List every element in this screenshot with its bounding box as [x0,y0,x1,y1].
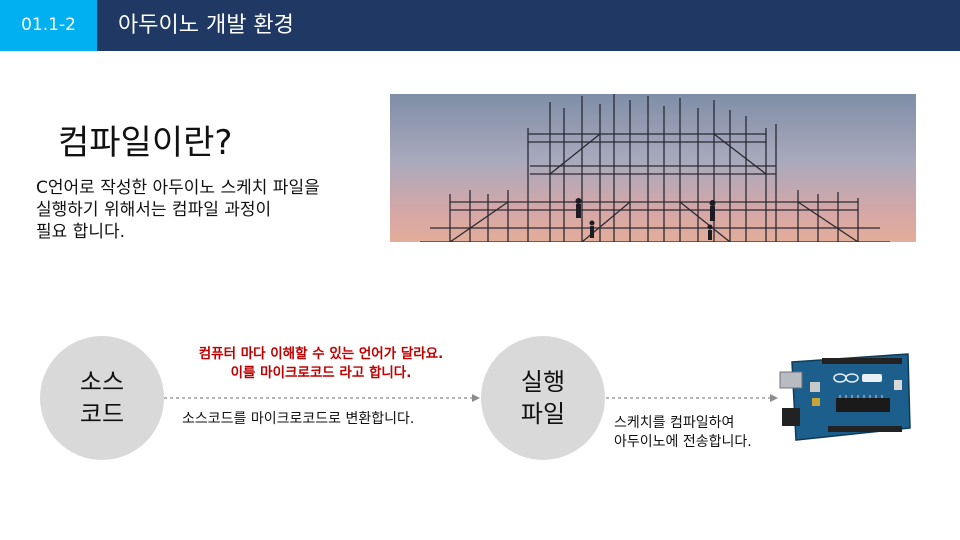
circle-label: 코드 [79,400,125,428]
description-line: 실행하기 위해서는 컴파일 과정이 [36,200,272,220]
arduino-board-icon [779,353,911,441]
note-line: 컴퓨터 마다 이해할 수 있는 언어가 달라요. [198,346,444,362]
circle-label: 소스 [79,368,125,396]
note-line: 아두이노에 전송합니다. [614,434,752,450]
circle-label: 파일 [520,400,566,428]
section-badge: 01.1-2 [0,0,97,51]
upload-arrow [606,394,778,402]
executable-file-circle: 실행 파일 [481,336,605,460]
circle-label: 실행 [520,368,566,396]
description-line: 필요 합니다. [36,222,126,242]
note-line: 소스코드를 마이크로코드로 변환합니다. [182,411,415,427]
flow-arrow [164,394,480,402]
header-bar: 01.1-2 아두이노 개발 환경 [0,0,960,51]
note-line: 이를 마이크로코드 라고 합니다. [230,365,412,381]
description: C언어로 작성한 아두이노 스케치 파일을 실행하기 위해서는 컴파일 과정이 … [36,177,386,243]
note-line: 스케치를 컴파일하여 [614,415,735,431]
source-code-circle: 소스 코드 [40,336,164,460]
header-title: 아두이노 개발 환경 [118,13,294,38]
convert-note: 소스코드를 마이크로코드로 변환합니다. [182,410,414,429]
description-line: C언어로 작성한 아두이노 스케치 파일을 [36,178,320,198]
microcode-note: 컴퓨터 마다 이해할 수 있는 언어가 달라요. 이를 마이크로코드 라고 합니… [160,345,482,383]
construction-scaffolding-photo [390,94,916,242]
slide-title: 컴파일이란? [58,123,233,163]
upload-note: 스케치를 컴파일하여 아두이노에 전송합니다. [614,414,752,452]
